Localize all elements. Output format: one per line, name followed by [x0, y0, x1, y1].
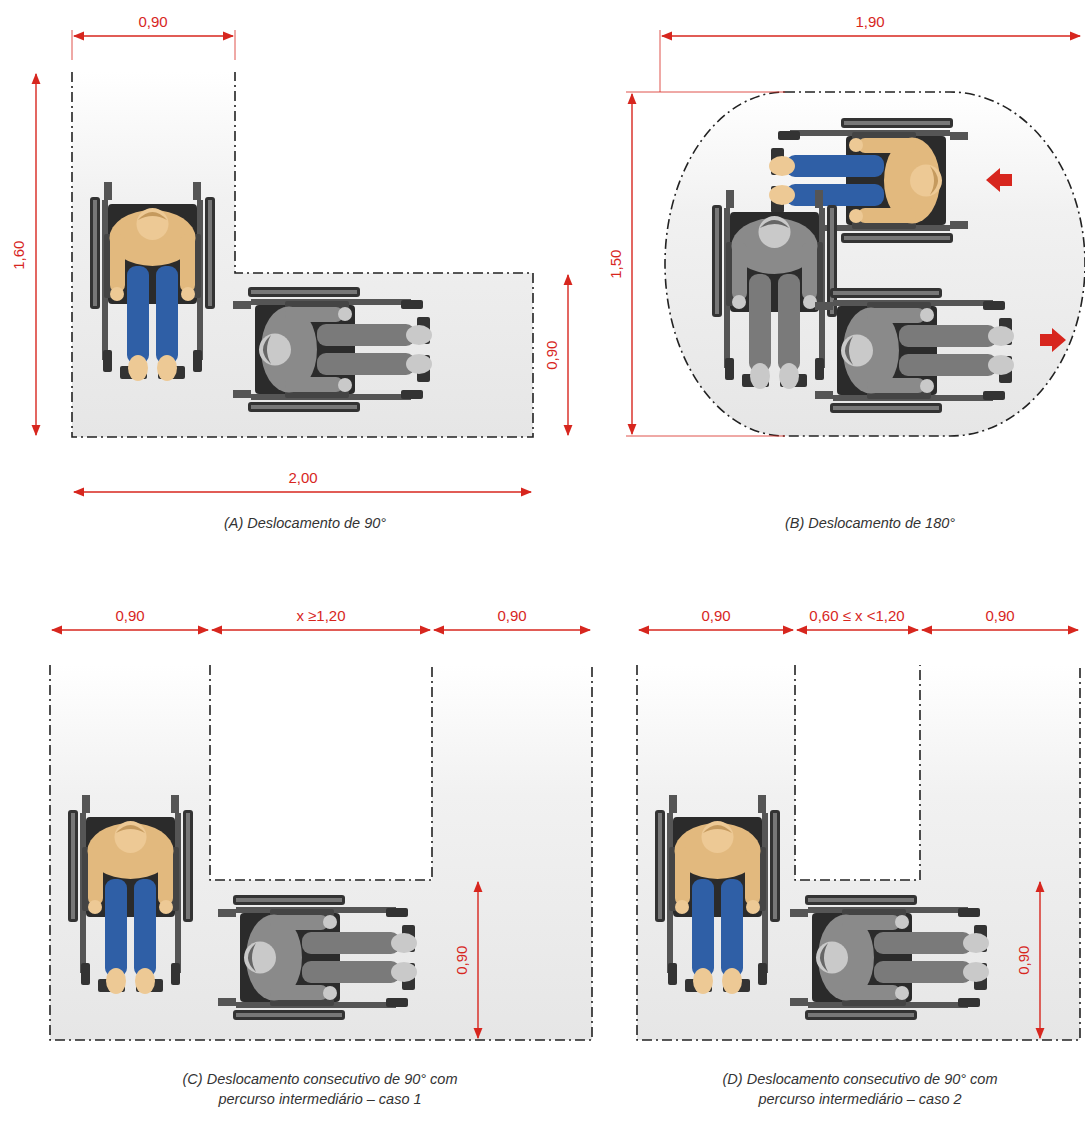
dimension-label: 0,60 ≤ x <1,20 [809, 608, 904, 625]
dimension-label: 0,90 [455, 945, 472, 974]
area-d [637, 665, 1080, 1040]
dimension-lines-b [626, 30, 1080, 436]
area-b [665, 92, 1085, 436]
area-a [72, 72, 533, 437]
dimension-label: 0,90 [497, 608, 526, 625]
dimension-label: 0,90 [701, 608, 730, 625]
dimension-label: 1,90 [855, 14, 884, 31]
dimension-label: 1,50 [609, 249, 626, 278]
figure-caption: (B) Deslocamento de 180° [710, 514, 1030, 534]
figure-caption: (D) Deslocamento consecutivo de 90° com … [718, 1070, 1003, 1109]
dimension-label: x ≥1,20 [296, 608, 345, 625]
dimension-label: 0,90 [115, 608, 144, 625]
dimension-label: 0,90 [545, 340, 562, 369]
dimension-label: 1,60 [12, 240, 29, 269]
figure-caption: (A) Deslocamento de 90° [145, 514, 465, 534]
dimension-label: 2,00 [288, 470, 317, 487]
area-c [50, 665, 592, 1040]
dimension-label: 0,90 [1017, 945, 1034, 974]
dimension-label: 0,90 [985, 608, 1014, 625]
figure-caption: (C) Deslocamento consecutivo de 90° com … [178, 1070, 463, 1109]
dimension-label: 0,90 [138, 14, 167, 31]
dimension-lines-a [36, 30, 568, 492]
dimension-lines-c [52, 630, 590, 1038]
dimension-lines-d [639, 630, 1078, 1038]
